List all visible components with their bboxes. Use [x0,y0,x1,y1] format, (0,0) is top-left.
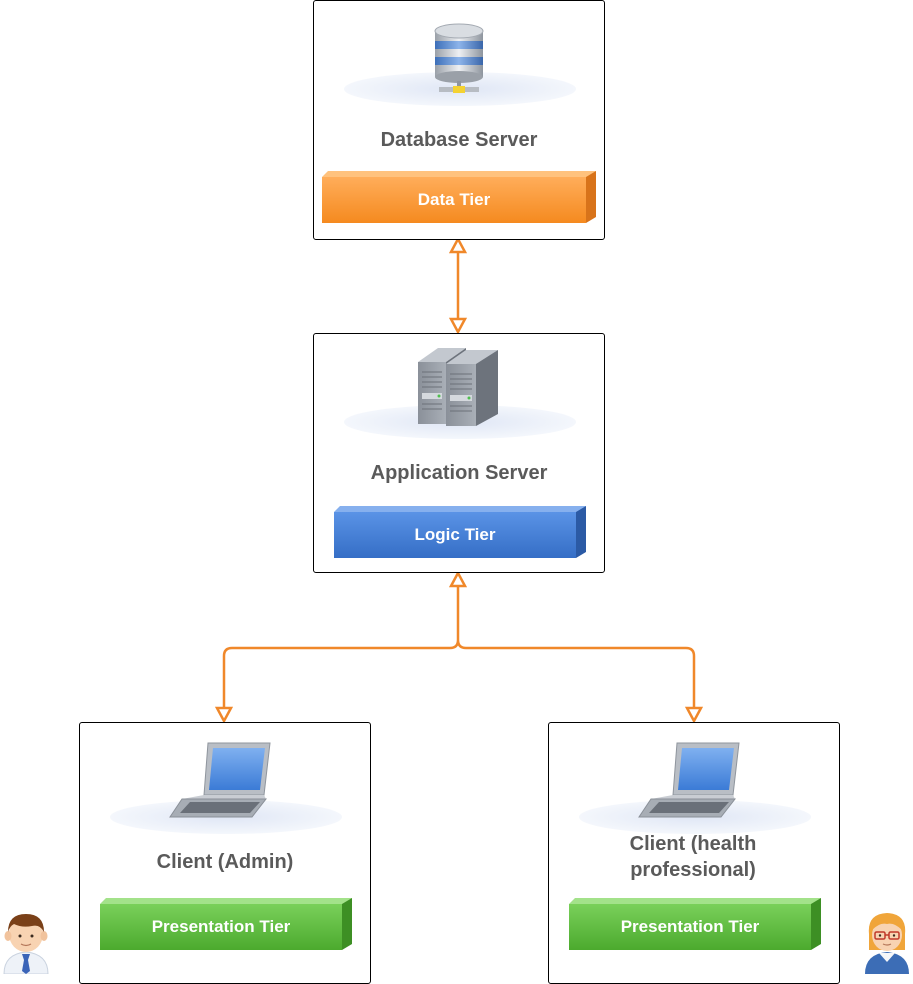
tier-label: Presentation Tier [620,917,760,936]
node-title-line-2: professional) [630,859,756,881]
app-clients-connector [222,584,696,710]
female-user-icon [862,908,912,974]
client-admin-node[interactable]: Client (Admin) Presentation Tier [79,722,371,984]
database-server-node[interactable]: Database Server Data Tier [313,0,605,240]
node-title: Database Server [380,129,538,151]
presentation-tier-bar: Presentation Tier [569,898,821,950]
arrowhead-logic-tier-top [448,317,468,335]
logic-tier-bar: Logic Tier [334,506,586,558]
node-title: Client (Admin) [156,851,294,873]
presentation-tier-bar: Presentation Tier [100,898,352,950]
arrowhead-client-admin [214,706,234,724]
laptop-icon [104,737,348,835]
application-server-node[interactable]: Application Server Logic Tier [313,333,605,573]
data-tier-bar: Data Tier [322,171,596,223]
client-health-professional-node[interactable]: Client (health professional) Presentatio… [548,722,840,984]
tier-label: Data Tier [417,190,491,209]
arrowhead-client-health [684,706,704,724]
server-icon [338,342,582,442]
arrowhead-logic-tier-bottom [448,570,468,588]
male-user-icon [0,908,52,975]
tier-label: Logic Tier [414,525,496,544]
node-title: Application Server [370,462,548,484]
database-icon [338,19,582,111]
node-title-line-1: Client (health [629,833,757,855]
tier-label: Presentation Tier [151,917,291,936]
arrowhead-data-tier [448,236,468,254]
laptop-icon [573,737,817,835]
